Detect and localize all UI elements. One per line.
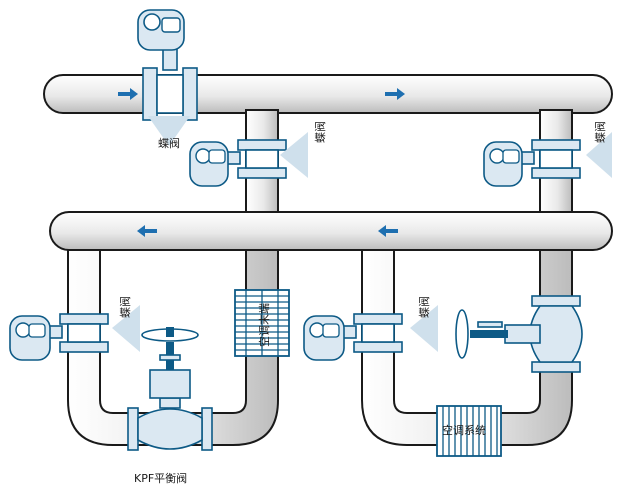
butterfly-valve-right-loop bbox=[303, 313, 403, 361]
cooling-unit-box bbox=[436, 405, 502, 457]
butterfly-valve-top bbox=[137, 9, 198, 121]
cooling-unit-label: 空调系统 bbox=[442, 423, 486, 437]
butterfly-valve-label-left-loop: 蝶阀 bbox=[118, 296, 132, 318]
butterfly-valve-label-right-riser: 蝶阀 bbox=[593, 121, 607, 143]
terminal-device-label: 空调末端 bbox=[257, 303, 271, 347]
flow-arrow-lower-right bbox=[378, 225, 398, 237]
butterfly-valve-right-riser bbox=[483, 139, 581, 187]
butterfly-valve-label-right-loop: 蝶阀 bbox=[417, 296, 431, 318]
butterfly-valve-label-left-riser: 蝶阀 bbox=[313, 121, 327, 143]
triangle-marker-left-loop bbox=[112, 305, 140, 352]
globe-valve-right-leg bbox=[455, 295, 583, 373]
flow-arrow-upper-left bbox=[118, 88, 138, 100]
triangle-marker-left-riser bbox=[280, 132, 308, 178]
balance-valve-label: KPF平衡阀 bbox=[134, 471, 187, 485]
terminal-device-box bbox=[234, 289, 290, 357]
butterfly-valve-left-loop bbox=[9, 313, 109, 361]
lower-main-pipe bbox=[49, 211, 613, 251]
triangle-marker-top bbox=[148, 116, 190, 146]
left-u-loop-pipe bbox=[67, 249, 279, 446]
butterfly-valve-label-top: 蝶阀 bbox=[158, 136, 180, 150]
triangle-marker-right-riser bbox=[586, 132, 612, 178]
butterfly-valve-left-riser bbox=[189, 139, 287, 187]
right-u-loop-pipe bbox=[361, 249, 573, 446]
flow-arrow-lower-left bbox=[137, 225, 157, 237]
balance-valve-kpf bbox=[127, 327, 213, 451]
flow-arrow-upper-right bbox=[385, 88, 405, 100]
triangle-marker-right-loop bbox=[410, 305, 438, 352]
